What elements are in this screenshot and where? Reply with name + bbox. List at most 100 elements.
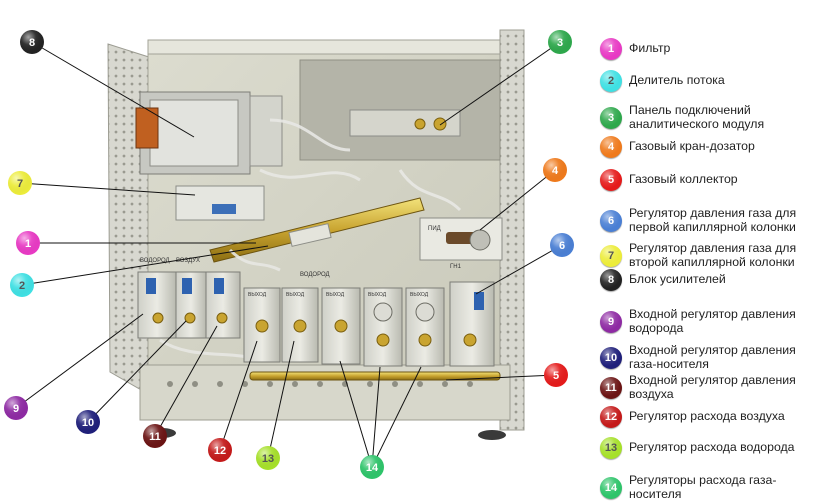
callout-number: 10 bbox=[82, 417, 94, 429]
callout-badge: 12 bbox=[208, 438, 232, 462]
module-14a: ВЫХОД bbox=[321, 287, 361, 365]
callout-gloss bbox=[4, 396, 28, 420]
legend-label: Газовый коллектор bbox=[629, 172, 738, 187]
legend-label: Входной регулятор давления воздуха bbox=[629, 373, 796, 401]
left-regulators: ВОДОРОД ВОЗДУХ bbox=[137, 258, 241, 339]
callout-number: 3 bbox=[557, 37, 563, 49]
callout-gloss bbox=[20, 30, 44, 54]
connection-panel bbox=[349, 109, 461, 137]
legend-item: 8 Блок усилителей bbox=[600, 269, 726, 291]
legend-item: 13 Регулятор расхода водорода bbox=[600, 437, 795, 459]
callout-number: 8 bbox=[29, 37, 35, 49]
module-label: ВЫХОД bbox=[410, 292, 429, 298]
top-rail bbox=[147, 39, 501, 55]
callout-gloss bbox=[256, 446, 280, 470]
callout-gloss bbox=[544, 363, 568, 387]
legend-item: 9 Входной регулятор давления водорода bbox=[600, 307, 812, 335]
device-diagram: ПИД ВОДОРОД ВОЗДУХ ВЫХОД bbox=[4, 29, 574, 479]
legend-label: Входной регулятор давления водорода bbox=[629, 307, 796, 335]
callout-gloss bbox=[8, 171, 32, 195]
callout-gloss bbox=[543, 158, 567, 182]
legend-badge: 14 bbox=[600, 476, 622, 499]
filter-tube bbox=[209, 197, 425, 263]
legend-label: Регулятор давления газа для второй капил… bbox=[629, 241, 797, 269]
callout-badge: 13 bbox=[256, 446, 280, 470]
module-label: ВЫХОД bbox=[368, 292, 387, 298]
module-label: ВЫХОД bbox=[248, 292, 267, 298]
callout-number: 14 bbox=[366, 462, 379, 474]
callout-number: 2 bbox=[19, 280, 25, 292]
callout-gloss bbox=[10, 273, 34, 297]
module-label: ВЫХОД bbox=[326, 292, 345, 298]
legend-label: Панель подключений аналитического модуля bbox=[629, 103, 765, 131]
legend-item: 12 Регулятор расхода воздуха bbox=[600, 406, 785, 428]
legend-badge: 1 bbox=[600, 38, 622, 60]
legend-badge: 4 bbox=[600, 136, 622, 158]
callout-badge: 3 bbox=[548, 30, 572, 54]
flow-modules: ВЫХОД ВЫХОД ВОДОРОД ВЫХОД ВЫХОД ВЫХОД bbox=[243, 264, 495, 367]
callout-badge: 10 bbox=[76, 410, 100, 434]
legend-item: 2 Делитель потока bbox=[600, 70, 725, 92]
module-13: ВЫХОД ВОДОРОД bbox=[281, 272, 330, 363]
callout-gloss bbox=[143, 424, 167, 448]
legend-badge: 9 bbox=[600, 310, 622, 333]
gas-collector bbox=[249, 371, 501, 381]
right-rail bbox=[499, 29, 525, 431]
callout-badge: 6 bbox=[550, 233, 574, 257]
module-label: ВЫХОД bbox=[286, 292, 305, 298]
legend-label: Блок усилителей bbox=[629, 272, 726, 287]
callout-gloss bbox=[550, 233, 574, 257]
legend-label: Газовый кран-дозатор bbox=[629, 139, 755, 154]
callout-number: 9 bbox=[13, 403, 19, 415]
regulator-block-7 bbox=[175, 185, 265, 221]
legend-badge: 10 bbox=[600, 346, 622, 369]
callout-number: 6 bbox=[559, 240, 565, 252]
callout-number: 12 bbox=[214, 445, 226, 457]
callout-badge: 9 bbox=[4, 396, 28, 420]
callout-badge: 5 bbox=[544, 363, 568, 387]
legend-item: 1 Фильтр bbox=[600, 38, 670, 60]
callout-gloss bbox=[360, 455, 384, 479]
legend-label: Фильтр bbox=[629, 41, 671, 56]
callout-badge: 8 bbox=[20, 30, 44, 54]
legend-item: 14 Регуляторы расхода газа-носителя bbox=[600, 473, 812, 501]
bottom-holes bbox=[167, 381, 473, 387]
legend-badge: 8 bbox=[600, 269, 622, 291]
legend-badge: 13 bbox=[600, 437, 622, 459]
legend-label: Регулятор расхода воздуха bbox=[629, 409, 785, 424]
amplifier-block bbox=[135, 91, 283, 175]
legend-badge: 12 bbox=[600, 406, 622, 428]
module-12: ВЫХОД bbox=[243, 287, 281, 363]
callout-number: 1 bbox=[25, 238, 31, 250]
callout-gloss bbox=[208, 438, 232, 462]
module-6: ГН1 bbox=[449, 264, 495, 367]
callout-badge: 4 bbox=[543, 158, 567, 182]
gas-valve: ПИД bbox=[419, 217, 503, 261]
legend-badge: 2 bbox=[600, 70, 622, 92]
callout-badge: 14 bbox=[360, 455, 384, 479]
module-14c: ВЫХОД bbox=[405, 287, 445, 367]
legend-badge: 11 bbox=[600, 376, 622, 399]
foot-right bbox=[478, 430, 506, 440]
legend-label: Регуляторы расхода газа-носителя bbox=[629, 473, 777, 501]
right-label: ГН1 bbox=[450, 264, 462, 270]
callout-number: 4 bbox=[552, 165, 559, 177]
left-label-1: ВОДОРОД bbox=[140, 258, 170, 264]
callout-gloss bbox=[76, 410, 100, 434]
legend-label: Регулятор давления газа для первой капил… bbox=[629, 206, 797, 234]
callout-number: 5 bbox=[553, 370, 559, 382]
callout-gloss bbox=[16, 231, 40, 255]
callout-badge: 11 bbox=[143, 424, 167, 448]
legend-label: Регулятор расхода водорода bbox=[629, 440, 795, 455]
module-gas-label: ВОДОРОД bbox=[300, 272, 330, 278]
callout-badge: 7 bbox=[8, 171, 32, 195]
legend-label: Делитель потока bbox=[629, 73, 725, 88]
legend-item: 4 Газовый кран-дозатор bbox=[600, 136, 755, 158]
legend-item: 11 Входной регулятор давления воздуха bbox=[600, 373, 812, 401]
